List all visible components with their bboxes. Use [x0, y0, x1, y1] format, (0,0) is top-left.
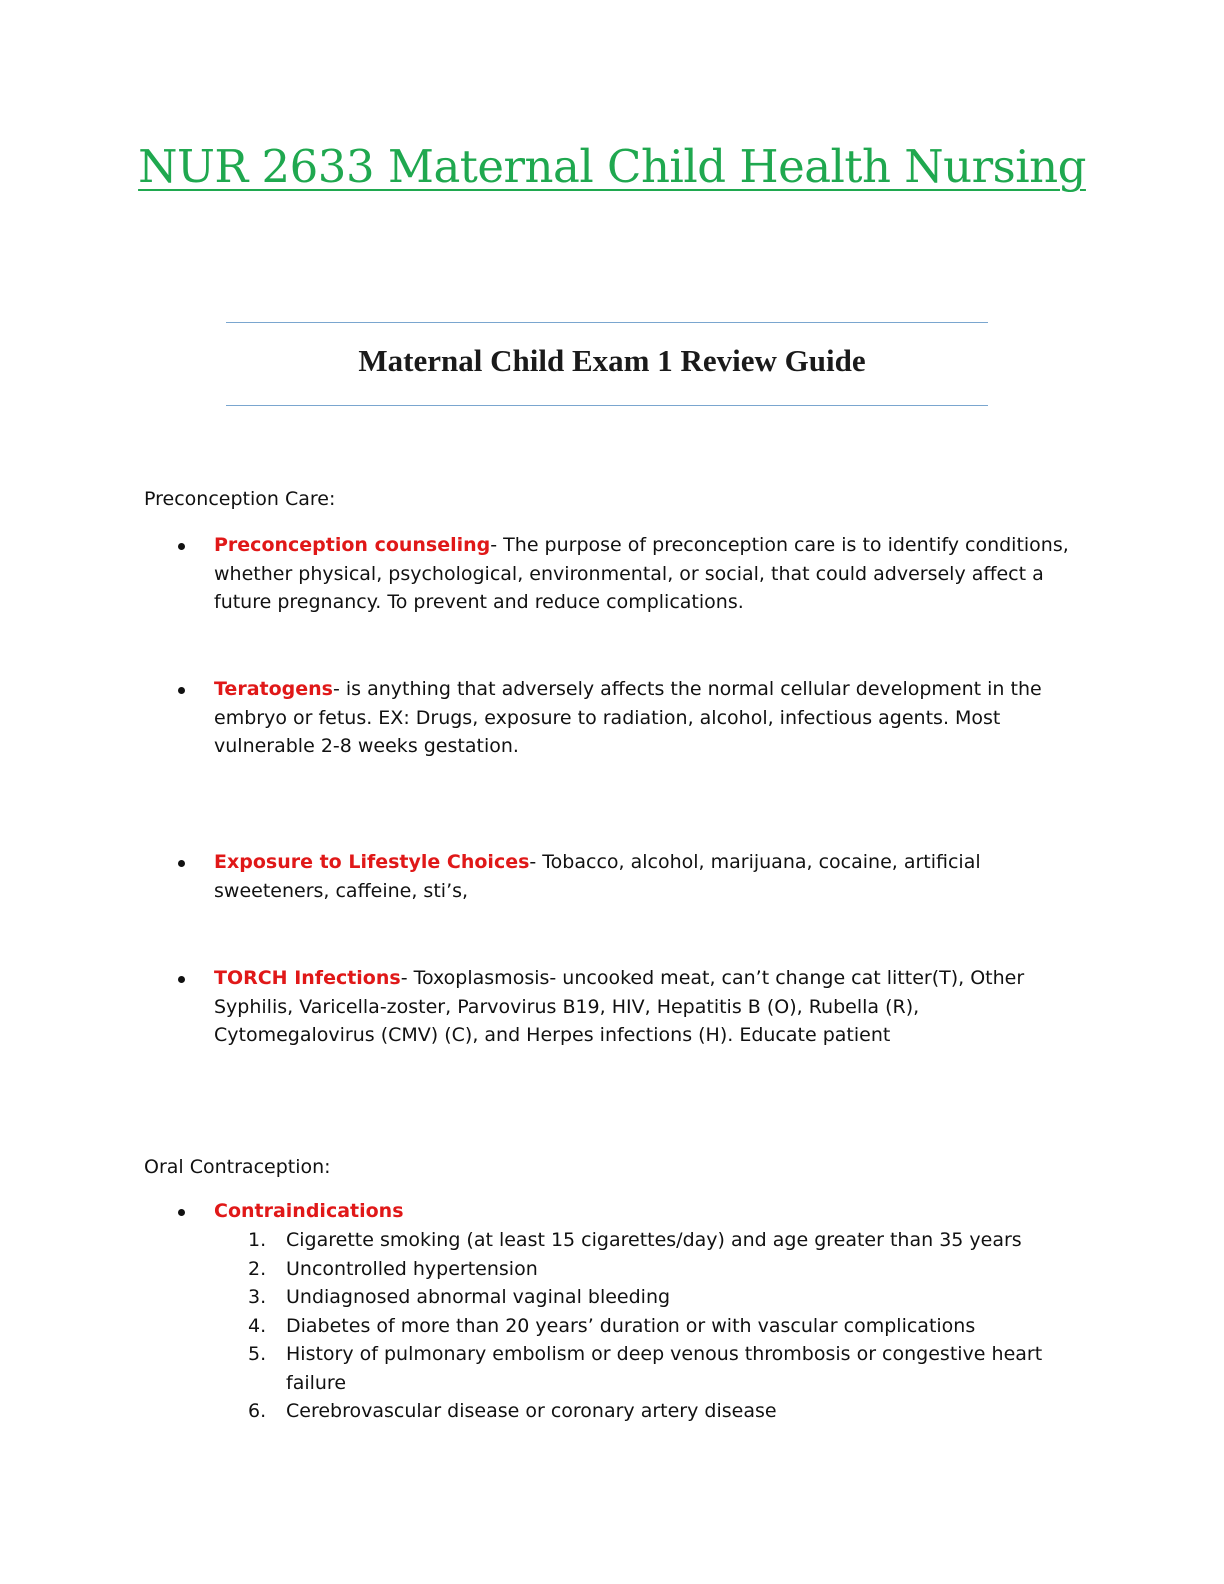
bullet-term: Preconception counseling — [214, 534, 491, 556]
bullet-item: Exposure to Lifestyle Choices- Tobacco, … — [178, 848, 1078, 905]
document-title: NUR 2633 Maternal Child Health Nursing — [0, 140, 1224, 193]
bullet-text: Teratogens- is anything that adversely a… — [214, 675, 1078, 761]
list-text: Diabetes of more than 20 years’ duration… — [286, 1314, 976, 1337]
bullet-item: Preconception counseling- The purpose of… — [178, 531, 1078, 617]
list-number: 1. — [248, 1229, 267, 1251]
bullet-dot-icon — [178, 543, 185, 550]
list-number: 4. — [248, 1314, 267, 1337]
list-text: History of pulmonary embolism or deep ve… — [286, 1343, 1043, 1394]
list-number: 3. — [248, 1286, 267, 1308]
bullet-dot-icon — [178, 860, 185, 867]
bullet-term: Teratogens — [214, 678, 333, 700]
section-label-oral-contraception: Oral Contraception: — [144, 1156, 331, 1178]
bullet-description: - Toxoplasmosis- uncooked meat, can’t ch… — [214, 967, 1025, 1046]
list-text: Undiagnosed abnormal vaginal bleeding — [286, 1286, 671, 1308]
list-item: 1. Cigarette smoking (at least 15 cigaret… — [248, 1226, 1078, 1255]
title-rule-bottom — [226, 405, 988, 406]
bullet-dot-icon — [178, 687, 185, 694]
bullet-description: - The purpose of preconception care is t… — [214, 534, 1069, 613]
bullet-text: Preconception counseling- The purpose of… — [214, 531, 1078, 617]
list-number: 6. — [248, 1400, 267, 1422]
bullet-text: Contraindications — [214, 1197, 1078, 1226]
bullet-item: Teratogens- is anything that adversely a… — [178, 675, 1078, 761]
bullet-description: - Tobacco, alcohol, marijuana, cocaine, … — [214, 851, 981, 902]
list-item: 5. History of pulmonary embolism or deep … — [248, 1340, 1078, 1397]
list-text: Cigarette smoking (at least 15 cigarette… — [286, 1229, 1022, 1251]
contraindications-list: 1. Cigarette smoking (at least 15 cigaret… — [248, 1226, 1078, 1426]
bullet-term: Exposure to Lifestyle Choices — [214, 851, 530, 873]
list-item: 6. Cerebrovascular disease or coronary ar… — [248, 1397, 1078, 1426]
list-item: 2. Uncontrolled hypertension — [248, 1255, 1078, 1284]
list-text: Cerebrovascular disease or coronary arte… — [286, 1400, 777, 1422]
list-text: Uncontrolled hypertension — [286, 1257, 538, 1280]
bullet-text: Exposure to Lifestyle Choices- Tobacco, … — [214, 848, 1078, 905]
bullet-term: TORCH Infections — [214, 967, 401, 989]
list-item: 4. Diabetes of more than 20 years’ durati… — [248, 1312, 1078, 1341]
document-title-text: NUR 2633 Maternal Child Health Nursing — [138, 140, 1086, 193]
bullet-dot-icon — [178, 1209, 185, 1216]
title-rule-top — [226, 322, 988, 323]
bullet-description: - is anything that adversely affects the… — [214, 678, 1042, 757]
bullet-item: TORCH Infections- Toxoplasmosis- uncooke… — [178, 964, 1078, 1050]
section-label-preconception: Preconception Care: — [144, 488, 336, 510]
bullet-text: TORCH Infections- Toxoplasmosis- uncooke… — [214, 964, 1078, 1050]
list-number: 5. — [248, 1343, 267, 1365]
list-number: 2. — [248, 1257, 267, 1280]
bullet-term: Contraindications — [214, 1200, 404, 1222]
bullet-item: Contraindications — [178, 1197, 1078, 1226]
list-item: 3. Undiagnosed abnormal vaginal bleeding — [248, 1283, 1078, 1312]
document-subtitle: Maternal Child Exam 1 Review Guide — [358, 343, 866, 378]
bullet-dot-icon — [178, 976, 185, 983]
